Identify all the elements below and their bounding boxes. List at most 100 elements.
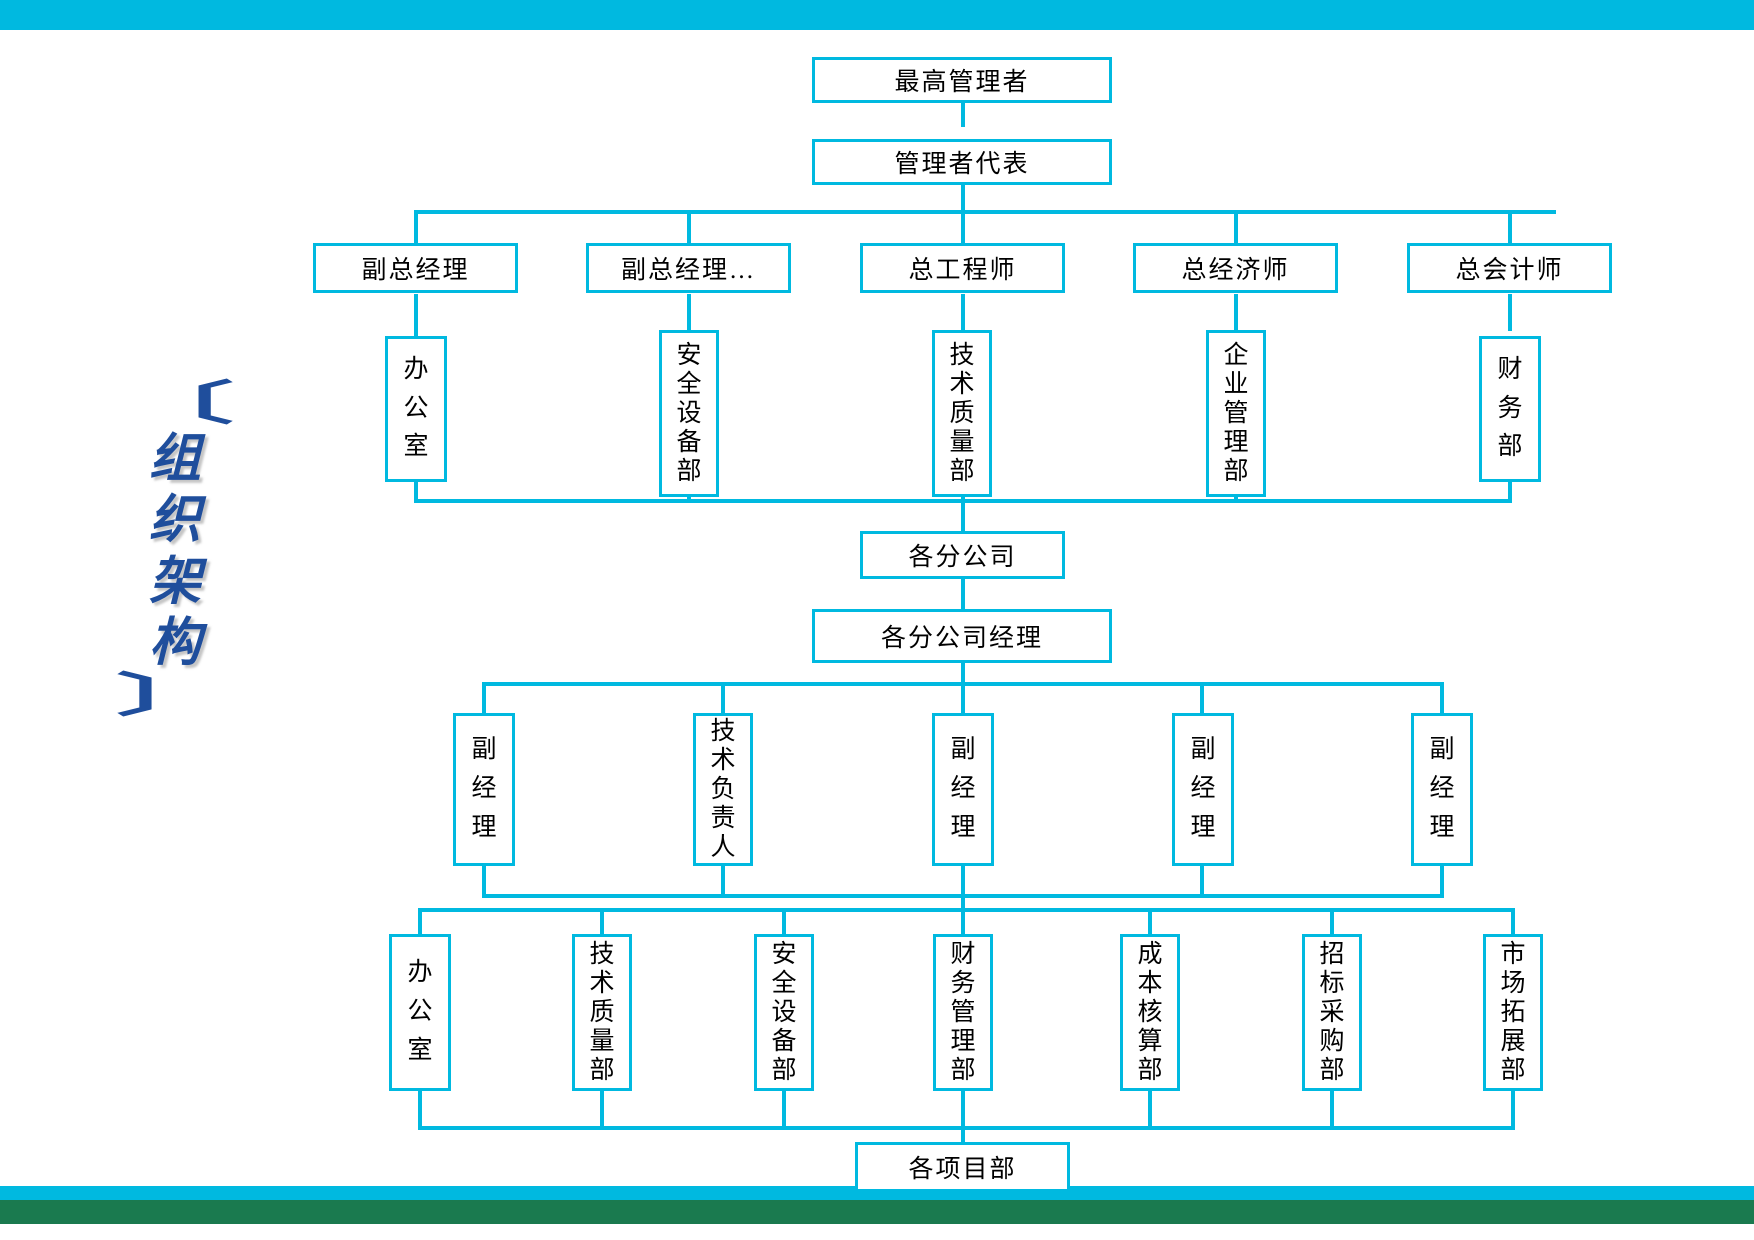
node-char: 术 [949,371,975,398]
connector-line [961,662,965,684]
node-deputy-manager-2[interactable]: 副 经 理 [932,713,994,866]
title-char: 构 [148,614,201,672]
connector-line [687,294,691,331]
connector-line [1200,865,1204,898]
node-char: 责 [710,805,736,832]
node-management-representative[interactable]: 管理者代表 [812,139,1112,185]
node-market-development-dept[interactable]: 市 场 拓 展 部 [1483,934,1543,1091]
connector-line [961,1126,965,1143]
node-char: 技 [949,342,975,369]
connector-bus [418,908,1514,912]
node-enterprise-management-dept[interactable]: 企 业 管 理 部 [1206,330,1266,497]
connector-line [1234,294,1238,331]
node-char: 量 [949,429,975,456]
node-char: 招 [1319,941,1345,968]
node-finance-management-dept[interactable]: 财 务 管 理 部 [933,934,993,1091]
connector-line [418,908,422,935]
node-branch-companies[interactable]: 各分公司 [860,531,1065,579]
node-vice-general-manager-2[interactable]: 副总经理… [586,243,791,293]
node-char: 设 [771,999,797,1026]
node-safety-equipment-dept-branch[interactable]: 安 全 设 备 部 [754,934,814,1091]
bottom-accent-bar-teal [0,1186,1754,1200]
connector-line [1508,210,1512,245]
node-char: 经 [1190,775,1216,803]
node-vice-general-manager-1[interactable]: 副总经理 [313,243,518,293]
connector-line [687,210,691,245]
node-char: 标 [1319,970,1345,997]
node-char: 务 [950,970,976,997]
node-char: 人 [710,834,736,861]
connector-line [482,682,486,714]
connector-line [1234,495,1238,502]
node-char: 理 [1190,813,1216,841]
node-char: 量 [589,1028,615,1055]
node-office-branch[interactable]: 办 公 室 [389,934,451,1091]
node-char: 部 [771,1057,797,1084]
connector-line [1440,682,1444,714]
node-char: 技 [589,941,615,968]
node-char: 经 [471,775,497,803]
bracket-close-icon: 〕 [115,670,235,722]
connector-line [1330,908,1334,935]
connector-line [418,1090,422,1130]
connector-line [961,578,965,610]
node-char: 核 [1137,999,1163,1026]
node-deputy-manager-1[interactable]: 副 经 理 [453,713,515,866]
node-char: 市 [1500,941,1526,968]
node-char: 公 [403,394,429,422]
node-char: 全 [771,970,797,997]
node-cost-accounting-dept[interactable]: 成 本 核 算 部 [1120,934,1180,1091]
node-char: 部 [1319,1057,1345,1084]
node-char: 副 [950,736,976,764]
connector-line [961,1090,965,1130]
node-char: 财 [1497,355,1523,383]
connector-line [1148,908,1152,935]
connector-line [1148,1090,1152,1130]
node-deputy-manager-4[interactable]: 副 经 理 [1411,713,1473,866]
node-technical-quality-dept-hq[interactable]: 技 术 质 量 部 [932,330,992,497]
node-project-departments[interactable]: 各项目部 [855,1142,1070,1192]
node-char: 财 [950,941,976,968]
node-branch-company-manager[interactable]: 各分公司经理 [812,609,1112,663]
node-char: 企 [1223,342,1249,369]
connector-line [961,100,965,127]
node-char: 设 [676,400,702,427]
node-char: 公 [407,998,433,1026]
node-deputy-manager-3[interactable]: 副 经 理 [1172,713,1234,866]
connector-line [782,908,786,935]
node-char: 部 [676,458,702,485]
node-bidding-procurement-dept[interactable]: 招 标 采 购 部 [1302,934,1362,1091]
node-char: 经 [950,775,976,803]
node-char: 管 [950,999,976,1026]
title-char: 架 [148,553,201,611]
node-char: 采 [1319,999,1345,1026]
connector-line [1508,294,1512,331]
node-char: 术 [589,970,615,997]
connector-line [600,908,604,935]
connector-line [1508,481,1512,502]
node-chief-accountant[interactable]: 总会计师 [1407,243,1612,293]
node-chief-engineer[interactable]: 总工程师 [860,243,1065,293]
node-technical-quality-dept-branch[interactable]: 技 术 质 量 部 [572,934,632,1091]
node-char: 理 [1429,813,1455,841]
connector-line [1234,210,1238,245]
node-char: 副 [1190,736,1216,764]
node-finance-dept-hq[interactable]: 财 务 部 [1479,336,1541,482]
connector-line [687,495,691,502]
connector-line [1330,1090,1334,1130]
node-char: 购 [1319,1028,1345,1055]
connector-bus [414,210,1556,214]
node-char: 管 [1223,400,1249,427]
node-technical-director[interactable]: 技 术 负 责 人 [693,713,753,866]
node-chief-economist[interactable]: 总经济师 [1133,243,1338,293]
node-char: 理 [1223,429,1249,456]
node-char: 安 [771,941,797,968]
connector-line [1511,1090,1515,1130]
node-safety-equipment-dept-hq[interactable]: 安 全 设 备 部 [659,330,719,497]
node-char: 部 [589,1057,615,1084]
node-char: 安 [676,342,702,369]
node-char: 理 [950,813,976,841]
connector-line [961,210,965,245]
node-top-manager[interactable]: 最高管理者 [812,57,1112,103]
node-office-hq[interactable]: 办 公 室 [385,336,447,482]
